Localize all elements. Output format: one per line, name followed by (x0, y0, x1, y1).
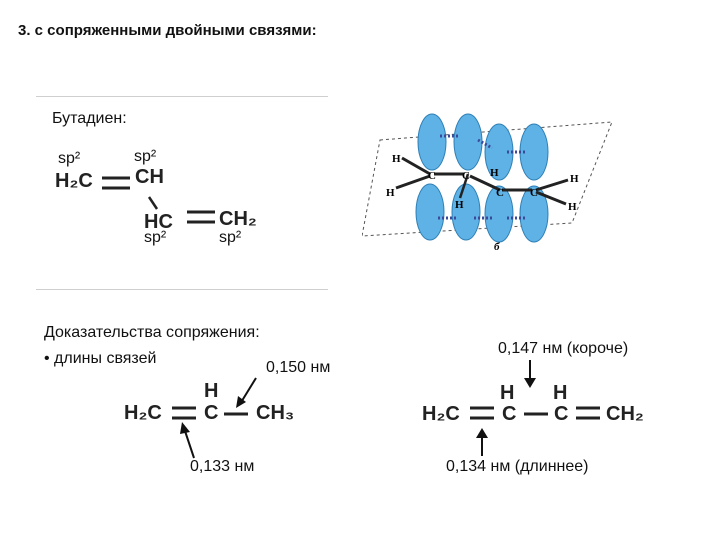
double-bond-1 (102, 176, 130, 190)
figure-caption: б (494, 241, 500, 253)
butadiene-h2c: H₂C (422, 403, 460, 425)
sigma-bond (535, 178, 569, 192)
hydrogen-atom: H (568, 201, 577, 213)
group-hc: HC (144, 211, 173, 233)
arrow-to-terminal-double-bond (476, 428, 488, 456)
hybrid-label-3: sp² (144, 229, 167, 246)
molecular-plane (362, 121, 613, 237)
butadiene-double-bond-1 (470, 406, 494, 420)
sigma-bond (469, 174, 501, 192)
p-orbital-lobe (484, 185, 514, 243)
propene-c: C (204, 402, 219, 424)
propene-top-h: H (204, 380, 219, 402)
bond-lengths-bullet: • длины связей (44, 350, 157, 367)
propene-ch3: CH₃ (256, 402, 295, 424)
carbon-atom: C (530, 187, 538, 199)
double-bond-2 (187, 210, 215, 224)
p-orbital-lobe (519, 185, 549, 243)
group-ch: CH (135, 166, 164, 188)
carbon-atom: C (496, 187, 504, 199)
p-orbital-lobe (417, 113, 447, 171)
p-orbital-lobe (415, 183, 445, 241)
propene-single-bond-length: 0,150 нм (266, 359, 331, 376)
butadiene-double-bond-2 (576, 406, 600, 420)
sigma-bond (401, 156, 431, 176)
hybrid-label-4: sp² (219, 229, 242, 246)
hydrogen-atom: H (392, 153, 401, 165)
hybrid-label-1: sp² (58, 150, 81, 167)
propene-double-bond-length: 0,133 нм (190, 458, 255, 475)
butadiene-top-h-2: H (553, 382, 568, 404)
single-bond (147, 196, 159, 210)
butadiene-c-1: C (502, 403, 517, 425)
group-ch2: CH₂ (219, 208, 257, 230)
group-h2c: H₂C (55, 170, 93, 192)
butadiene-single-bond-length: 0,147 нм (короче) (498, 340, 629, 357)
butadiene-top-h-1: H (500, 382, 515, 404)
butadiene-double-bond-length: 0,134 нм (длиннее) (446, 458, 589, 475)
carbon-atom: C (428, 170, 436, 182)
hybrid-label-2: sp² (134, 148, 157, 165)
p-orbital-lobe (453, 113, 483, 171)
sigma-bond (395, 174, 431, 190)
propene-h2c: H₂C (124, 402, 162, 424)
hydrogen-atom: H (386, 187, 395, 199)
overlap-line (477, 138, 493, 150)
butadiene-label: Бутадиен: (52, 110, 127, 127)
butadiene-ch2: CH₂ (606, 403, 644, 425)
sigma-bond (458, 173, 470, 199)
propene-single-bond (224, 412, 248, 416)
hydrogen-atom: H (490, 167, 499, 179)
sigma-bond (535, 190, 567, 206)
arrow-to-single-bond (236, 377, 257, 408)
p-orbital-lobe (451, 183, 481, 241)
carbon-atom: C (462, 170, 470, 182)
arrow-to-double-bond (180, 422, 195, 459)
butadiene-central-single-bond (524, 412, 548, 416)
evidence-heading: Доказательства сопряжения: (44, 324, 260, 341)
arrow-to-central-bond (524, 360, 536, 388)
butadiene-frame (36, 96, 328, 290)
hydrogen-atom: H (570, 173, 579, 185)
hydrogen-atom: H (455, 199, 464, 211)
butadiene-c-2: C (554, 403, 569, 425)
pi-orbital-overlap-figure: C C C C H H H H H H б (362, 113, 613, 253)
propene-double-bond (172, 406, 196, 420)
slide-title: 3. с сопряженными двойными связями: (18, 22, 317, 39)
